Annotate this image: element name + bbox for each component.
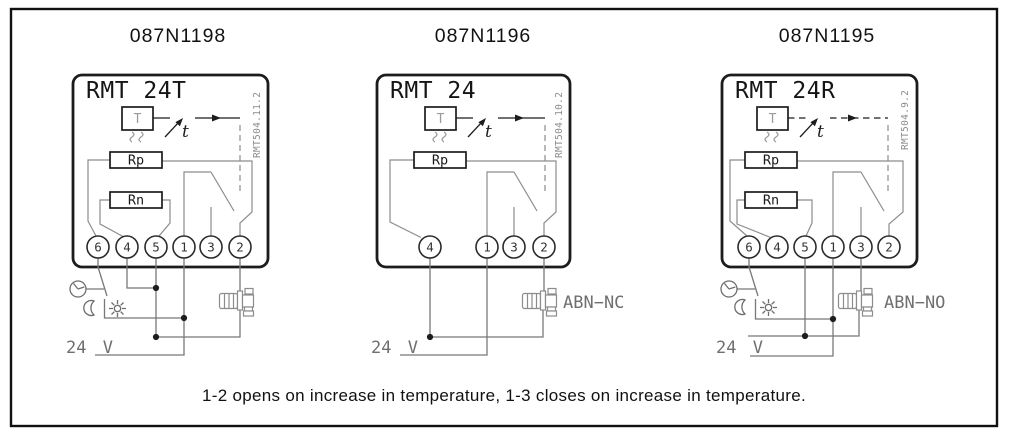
terminal-number: 3 <box>857 240 865 255</box>
device-outline <box>375 73 572 269</box>
supply-label-1: 24 V <box>66 338 113 358</box>
moon-night-icon <box>734 298 746 316</box>
sheet-border <box>9 7 999 428</box>
valve-actuator-icon <box>521 287 558 317</box>
temp-symbol: t <box>182 122 189 142</box>
terminal-number: 5 <box>801 240 809 255</box>
resistor-rp-label: Rp <box>128 153 144 169</box>
resistor-rn-box <box>109 191 163 209</box>
part-number-1: 087N1198 <box>129 25 227 47</box>
terminal-number: 4 <box>123 240 131 255</box>
switch-blade <box>210 171 235 212</box>
sensor-label: T <box>437 112 445 127</box>
terminal-row: 4 1 3 2 <box>418 235 556 259</box>
day-night-switch-arm <box>97 258 108 297</box>
terminal-number: 3 <box>510 240 518 255</box>
panel-rmt24r: 6 4 5 1 3 2 T t Rp Rn RMT504.9.2 <box>720 73 919 357</box>
resistor-rp-box <box>744 151 798 169</box>
resistor-rn-label: Rn <box>763 193 779 209</box>
sensor-label: T <box>769 112 777 127</box>
panel-rmt24t: 6 4 5 1 3 2 T t Rp Rn RMT504.11.2 <box>69 73 270 356</box>
resistor-rp-label: Rp <box>432 153 448 169</box>
internal-wiring <box>87 125 253 238</box>
moon-night-icon <box>83 299 95 317</box>
clock-icon <box>720 280 738 298</box>
terminal-row: 6 4 5 1 3 2 <box>737 235 901 259</box>
supply-label-3: 24 V <box>716 338 763 358</box>
terminal-number: 6 <box>94 240 102 255</box>
resistor-rn-box <box>744 191 798 209</box>
temperature-arrow-icon <box>456 114 545 138</box>
device-outline <box>71 73 270 269</box>
internal-wiring <box>729 125 904 239</box>
sensor-squiggle-icon <box>432 131 447 143</box>
resistor-rp-box <box>109 151 163 169</box>
model-name-3: RMT 24R <box>735 78 836 104</box>
junction-dots <box>801 315 837 340</box>
internal-wiring <box>389 125 557 239</box>
day-night-switch-arm <box>748 258 759 297</box>
terminal-number: 1 <box>483 240 491 255</box>
junction-dots <box>152 284 188 341</box>
drawing-code: RMT504.11.2 <box>252 92 263 158</box>
actuator-label-no: ABN−NO <box>884 293 946 313</box>
diagram-caption: 1-2 opens on increase in temperature, 1-… <box>202 386 806 405</box>
terminal-number: 4 <box>773 240 781 255</box>
part-number-2: 087N1196 <box>434 25 532 47</box>
sensor-label: T <box>134 112 142 127</box>
device-outline <box>720 73 919 269</box>
valve-actuator-icon <box>837 287 874 317</box>
terminal-number: 2 <box>236 240 244 255</box>
sun-day-icon <box>108 299 127 318</box>
terminal-number: 2 <box>540 240 548 255</box>
temp-symbol: t <box>485 122 492 142</box>
model-name-1: RMT 24T <box>86 78 187 104</box>
temp-symbol: t <box>817 122 824 142</box>
part-number-3: 087N1195 <box>778 25 876 47</box>
terminal-number: 1 <box>829 240 837 255</box>
junction-dots <box>426 333 434 341</box>
external-wiring <box>737 258 862 357</box>
sun-day-icon <box>759 298 778 317</box>
panel-rmt24: 4 1 3 2 T t Rp RMT504.10.2 <box>375 73 572 356</box>
terminal-number: 2 <box>885 240 893 255</box>
external-wiring <box>86 258 241 356</box>
resistor-rp-box <box>413 151 467 169</box>
resistor-rp-label: Rp <box>763 153 779 169</box>
temperature-arrow-icon <box>788 114 888 138</box>
valve-actuator-icon <box>218 287 255 317</box>
clock-icon <box>69 280 87 298</box>
switch-blade <box>860 171 885 212</box>
terminal-number: 3 <box>207 240 215 255</box>
actuator-label-nc: ABN−NC <box>563 293 625 313</box>
resistor-rn-label: Rn <box>128 193 144 209</box>
sensor-squiggle-icon <box>129 131 144 143</box>
sensor-squiggle-icon <box>764 131 779 143</box>
terminal-number: 5 <box>152 240 160 255</box>
drawing-code: RMT504.10.2 <box>554 92 565 158</box>
temperature-arrow-icon <box>153 114 240 138</box>
supply-label-2: 24 V <box>371 338 418 358</box>
terminal-number: 6 <box>745 240 753 255</box>
terminal-number: 4 <box>426 240 434 255</box>
terminal-number: 1 <box>180 240 188 255</box>
drawing-code: RMT504.9.2 <box>900 90 911 150</box>
terminal-row: 6 4 5 1 3 2 <box>86 235 252 259</box>
model-name-2: RMT 24 <box>390 78 477 104</box>
switch-blade <box>513 171 538 212</box>
external-wiring <box>400 258 545 356</box>
